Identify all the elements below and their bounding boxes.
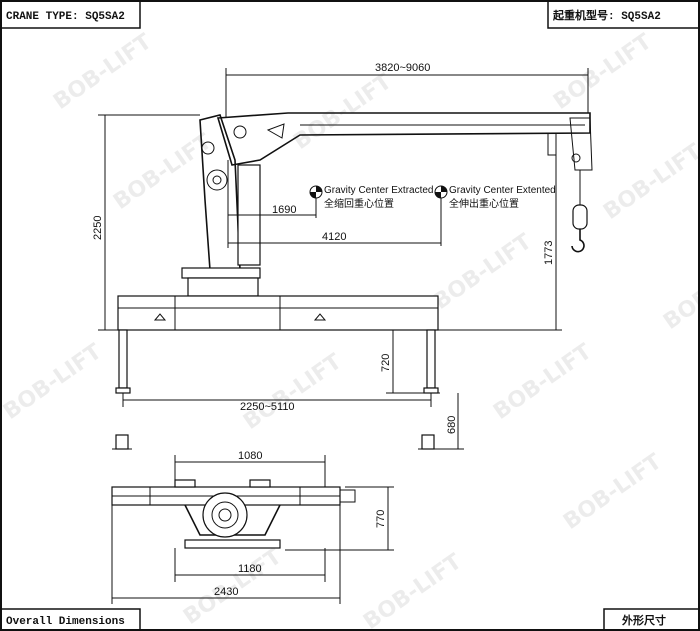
dim-plan-height: 770 bbox=[375, 510, 387, 528]
dim-gc-retracted: 1690 bbox=[272, 204, 296, 216]
watermark: BOB-LIFT bbox=[239, 349, 346, 435]
watermark: BOB-LIFT bbox=[559, 449, 666, 535]
watermark: BOB-LIFT bbox=[289, 69, 396, 155]
crane-type-label-cn: 起重机型号: SQ5SA2 bbox=[552, 8, 661, 23]
watermark: BOB-LIFT bbox=[49, 29, 156, 115]
dim-outrigger-span: 2250~5110 bbox=[240, 401, 295, 413]
dim-plan-top-width: 1080 bbox=[238, 450, 262, 462]
crane-type-label: CRANE TYPE: SQ5SA2 bbox=[6, 11, 125, 23]
gc-extended-label: Gravity Center Extented bbox=[449, 185, 556, 196]
dim-gc-extended: 4120 bbox=[322, 231, 346, 243]
watermark: BOB-LIFT bbox=[109, 129, 216, 215]
dim-height-total: 2250 bbox=[92, 216, 104, 240]
watermark: BOB-LIFT bbox=[429, 229, 536, 315]
watermark: BOB-LIFT bbox=[599, 139, 700, 225]
crane-side-view bbox=[112, 112, 593, 450]
watermark: BOB-LIFT bbox=[359, 549, 466, 631]
watermark: BOB-LIFT bbox=[549, 29, 656, 115]
watermark: BOB-LIFT bbox=[0, 339, 107, 425]
gravity-center-extended: Gravity Center Extented 全伸出重心位置 bbox=[434, 185, 556, 246]
gravity-center-retracted: Gravity Center Extracted 全缩回重心位置 bbox=[309, 185, 433, 218]
overall-dimensions-label-cn: 外形尺寸 bbox=[621, 613, 666, 628]
gc-retracted-label-cn: 全缩回重心位置 bbox=[324, 197, 394, 210]
dim-plan-bottom-width: 1180 bbox=[238, 563, 262, 575]
dim-boom-tip-height: 1773 bbox=[543, 241, 555, 265]
gc-retracted-label: Gravity Center Extracted bbox=[324, 185, 433, 196]
side-view-dimensions: 3820~9060 1690 4120 2250 1773 720 2250~5… bbox=[92, 62, 589, 450]
gc-extended-label-cn: 全伸出重心位置 bbox=[449, 197, 519, 210]
overall-dimensions-label: Overall Dimensions bbox=[6, 616, 125, 628]
dim-outrigger-leg: 720 bbox=[380, 354, 392, 372]
watermark: BOB-LIFT bbox=[659, 249, 700, 335]
dim-boom-reach: 3820~9060 bbox=[375, 62, 430, 74]
crane-plan-view: 1080 770 1180 2430 bbox=[111, 450, 394, 604]
watermark: BOB-LIFT bbox=[489, 339, 596, 425]
dim-plan-total-length: 2430 bbox=[214, 586, 238, 598]
dim-foot-height: 680 bbox=[446, 416, 458, 434]
